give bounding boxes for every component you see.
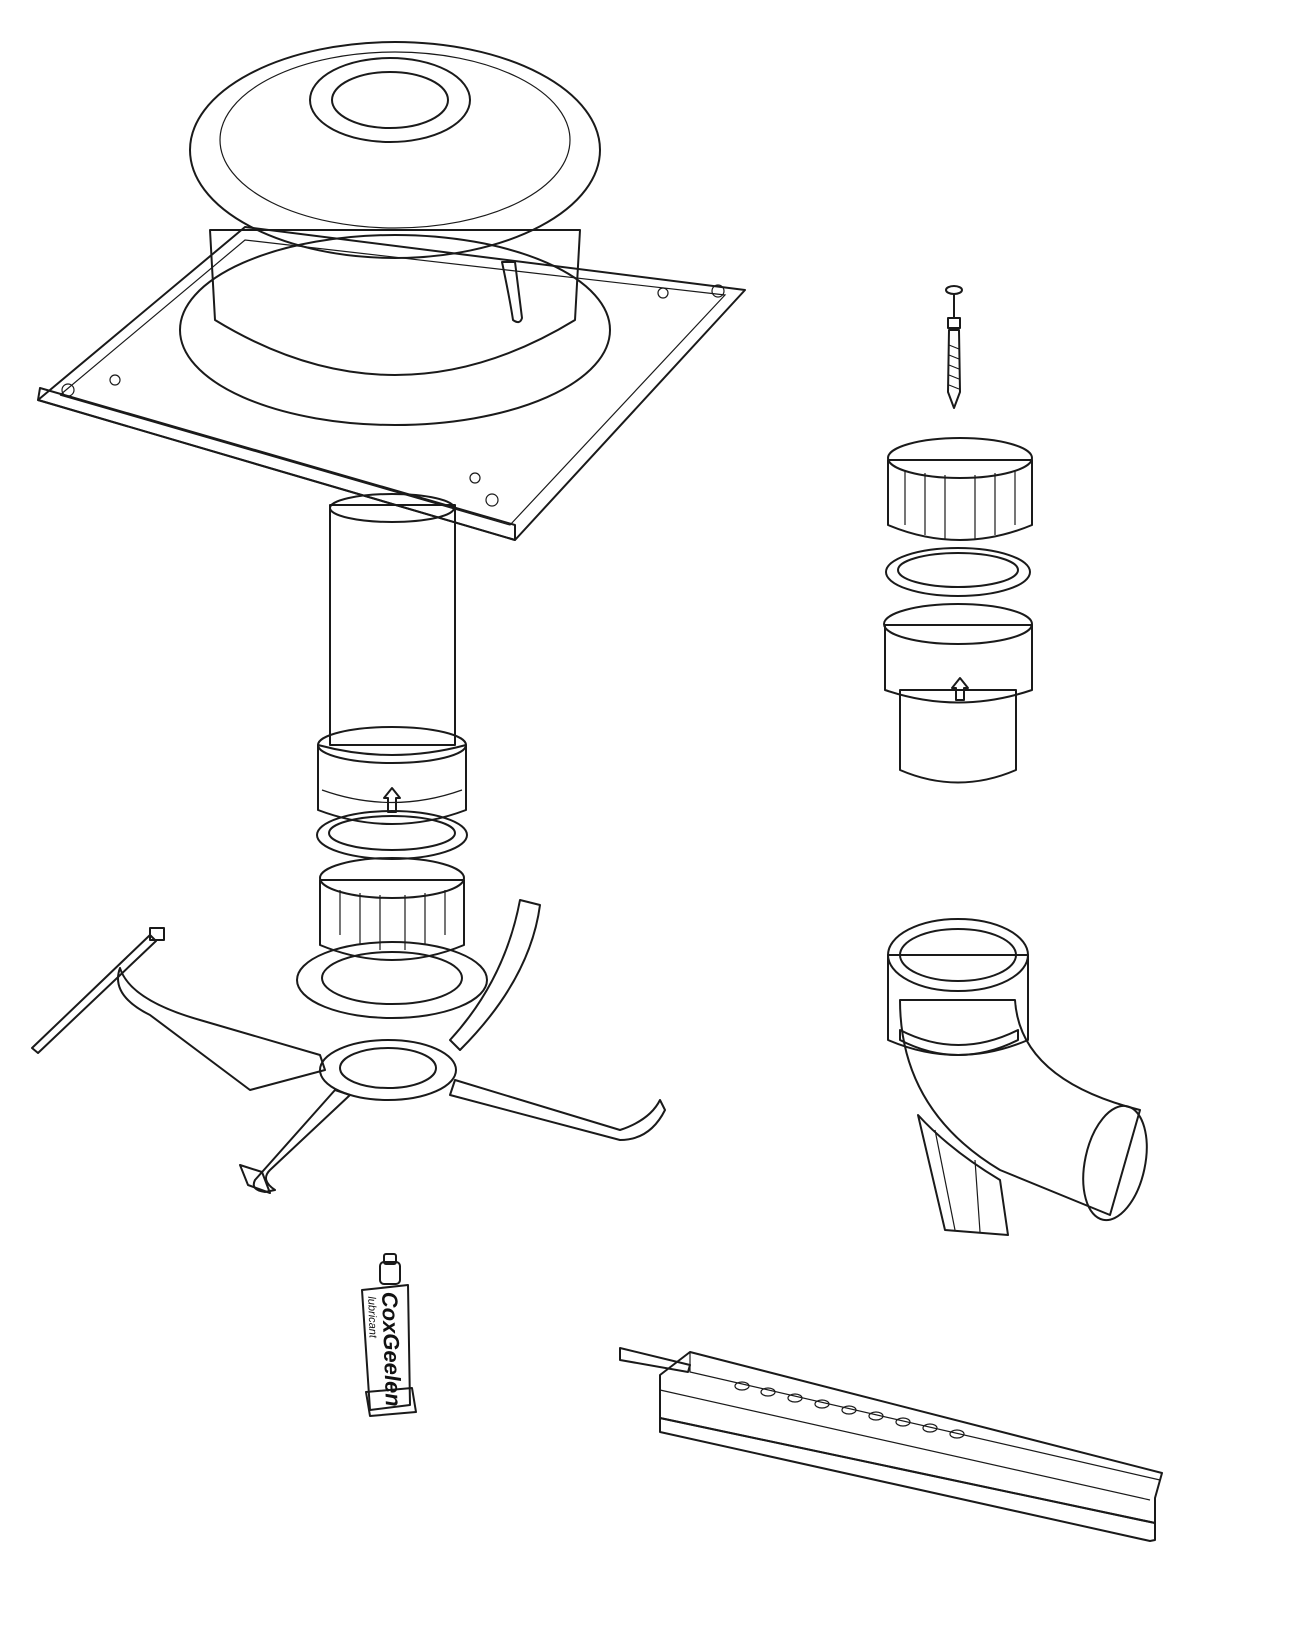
mounting-rail <box>619 1347 1163 1542</box>
support-bracket <box>117 899 666 1194</box>
lubricant-product: lubricant <box>365 1296 378 1339</box>
sealing-ring <box>316 810 468 860</box>
clip-adapter <box>319 857 465 961</box>
cable-tie <box>31 927 165 1054</box>
vent-pipe <box>329 493 456 746</box>
adapter-set-top <box>883 437 1033 784</box>
pipe-elbow <box>887 918 1148 1236</box>
roof-flashing-cap <box>37 41 746 541</box>
pipe-coupling <box>317 726 467 825</box>
lubricant-brand: CoxGeelen <box>377 1291 406 1407</box>
screw-and-plug <box>945 285 963 409</box>
lubricant-tube: CoxGeelen lubricant <box>361 1253 417 1417</box>
rail-holes <box>734 1381 965 1439</box>
